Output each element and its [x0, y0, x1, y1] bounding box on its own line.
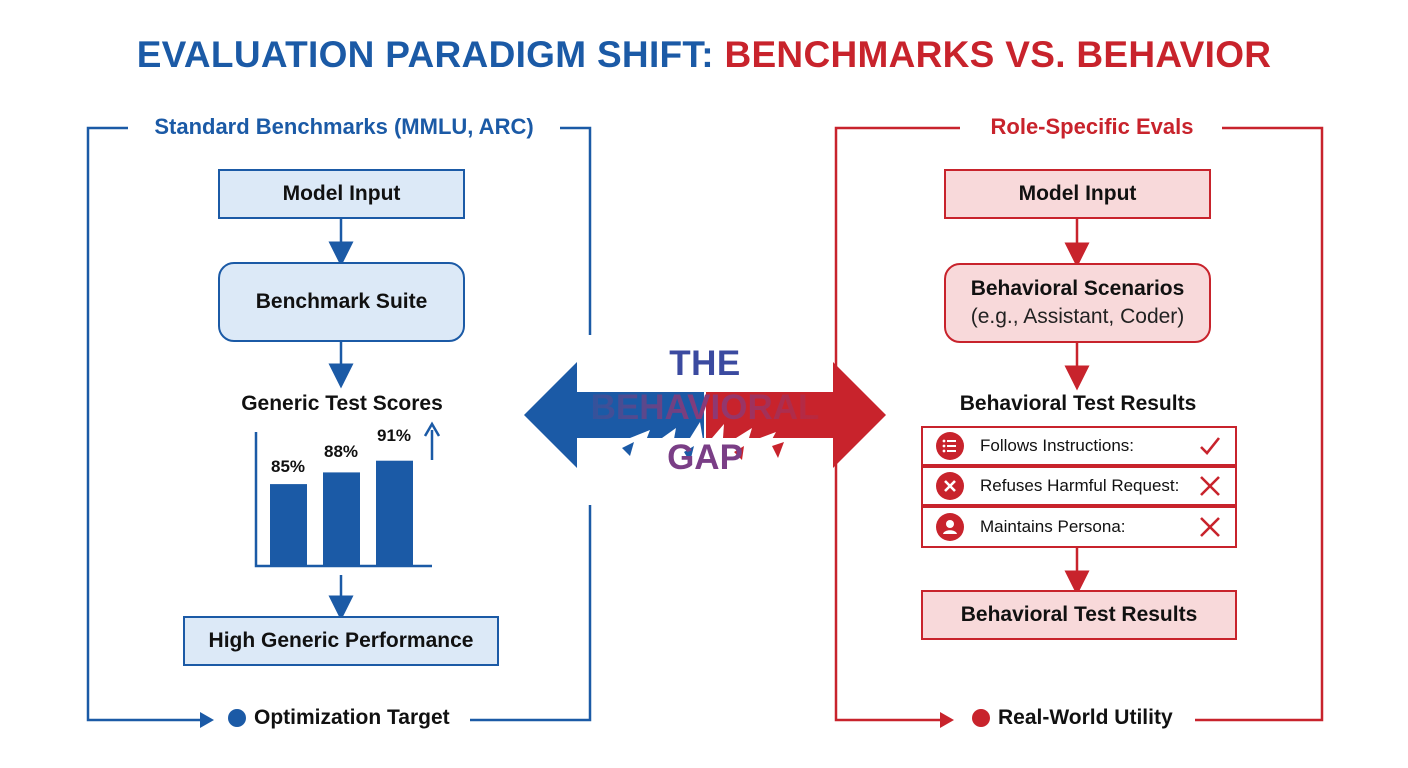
page-title: EVALUATION PARADIGM SHIFT: BENCHMARKS VS… [0, 34, 1408, 76]
chart-bars [270, 460, 413, 566]
bar-2 [323, 472, 360, 566]
result-row-maintains-persona: Maintains Persona: [921, 506, 1237, 548]
bar-label-1: 85% [270, 457, 306, 476]
cross-icon [1200, 476, 1220, 496]
chart-axes [254, 432, 432, 568]
right-footer: Real-World Utility [964, 706, 1181, 730]
bar-label-3: 91% [376, 426, 412, 445]
gap-double-arrow [524, 362, 886, 468]
result-label: Follows Instructions: [980, 436, 1134, 455]
x-circle-icon [936, 472, 964, 500]
title-part-behavior: BENCHMARKS VS. BEHAVIOR [724, 34, 1272, 75]
behavioral-scenarios-box: Behavioral Scenarios (e.g., Assistant, C… [944, 263, 1211, 343]
bar-3 [376, 460, 413, 566]
bar-label-2: 88% [323, 442, 359, 461]
result-label: Refuses Harmful Request: [980, 476, 1180, 495]
red-dot-icon [972, 709, 990, 727]
left-model-input-box: Model Input [218, 169, 465, 219]
behavioral-test-results-heading: Behavioral Test Results [959, 392, 1197, 415]
left-panel-title: Standard Benchmarks (MMLU, ARC) [128, 114, 560, 140]
result-row-follows-instructions: Follows Instructions: [921, 426, 1237, 466]
cross-icon [1200, 517, 1220, 537]
gap-line-3: GAP [667, 438, 743, 477]
left-footer-arrowhead [200, 712, 214, 728]
check-icon [1200, 437, 1221, 455]
result-row-refuses-harmful: Refuses Harmful Request: [921, 466, 1237, 506]
behavioral-gap-label: THE BEHAVIORAL GAP [560, 344, 850, 478]
left-footer: Optimization Target [220, 706, 458, 730]
behavioral-scenarios-label: Behavioral Scenarios [970, 277, 1185, 300]
generic-test-scores-heading: Generic Test Scores [241, 392, 443, 415]
gap-line-1: THE [669, 344, 741, 383]
high-generic-performance-box: High Generic Performance [183, 616, 499, 666]
person-icon [936, 513, 964, 541]
optimization-target-label: Optimization Target [254, 706, 450, 729]
blue-dot-icon [228, 709, 246, 727]
trend-up-arrow [423, 421, 441, 460]
bar-1 [270, 484, 307, 566]
behavioral-scenarios-sub: (e.g., Assistant, Coder) [970, 305, 1185, 328]
title-part-benchmarks: EVALUATION PARADIGM SHIFT: [136, 34, 725, 75]
result-label: Maintains Persona: [980, 517, 1126, 536]
right-footer-arrowhead [940, 712, 954, 728]
list-icon [936, 432, 964, 460]
gap-line-2: BEHAVIORAL [560, 388, 850, 428]
behavioral-test-results-box: Behavioral Test Results [921, 590, 1237, 640]
left-panel-frame [86, 126, 592, 722]
right-panel-title: Role-Specific Evals [962, 114, 1222, 140]
right-model-input-box: Model Input [944, 169, 1211, 219]
real-world-utility-label: Real-World Utility [998, 706, 1173, 729]
benchmark-suite-box: Benchmark Suite [218, 262, 465, 342]
